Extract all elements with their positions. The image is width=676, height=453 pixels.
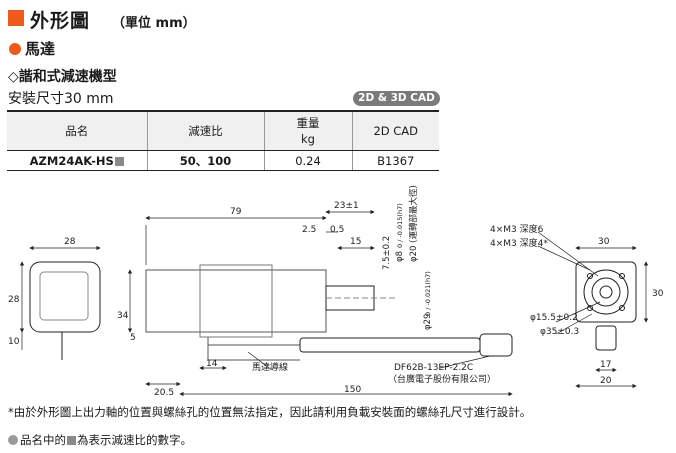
cell-product: AZM24AK-HS bbox=[7, 150, 147, 171]
ratio-placeholder-box bbox=[114, 156, 124, 166]
note-bullet-icon bbox=[8, 435, 18, 445]
header-marker bbox=[8, 10, 24, 26]
cell-weight: 0.24 bbox=[263, 150, 352, 171]
label-m3-depth6: 4×M3 深度6 bbox=[490, 223, 544, 235]
dim-14: 14 bbox=[206, 359, 218, 369]
spec-table: 品名 減速比 重量 kg 2D CAD AZM24AK-HS 50、100 0.… bbox=[7, 110, 439, 171]
dim-28-top: 28 bbox=[64, 237, 76, 247]
dim-phi-29: φ29 bbox=[423, 314, 433, 330]
section-bullet bbox=[9, 43, 21, 55]
motor-body bbox=[145, 269, 327, 333]
label-m3-depth4: 4×M3 深度4* bbox=[490, 237, 548, 249]
label-connector: DF62B-13EP-2.2C bbox=[394, 363, 473, 373]
cell-cad[interactable]: B1367 bbox=[351, 150, 439, 171]
dim-2-5: 2.5 bbox=[302, 225, 316, 235]
dim-phi-8: φ8 bbox=[395, 251, 405, 262]
dim-30-top: 30 bbox=[598, 237, 610, 247]
dim-phi-35: φ35±0.3 bbox=[540, 327, 579, 337]
dim-phi-20: φ20 (運轉部最大徑) bbox=[408, 185, 419, 262]
note-screw-hole: *由於外形圖上出力軸的位置與螺絲孔的位置無法指定，因此請利用負載安裝面的螺絲孔尺… bbox=[8, 405, 532, 419]
col-header-product: 品名 bbox=[7, 110, 147, 151]
dim-phi-29-tol: 0 / -0.021(h7) bbox=[424, 271, 432, 316]
dim-0-5: 0.5 bbox=[330, 225, 344, 235]
rear-view-outline bbox=[29, 261, 101, 333]
dim-15: 15 bbox=[350, 237, 361, 247]
front-view-outline bbox=[575, 261, 637, 323]
motor-cable bbox=[299, 337, 481, 353]
dim-phi-15-5: φ15.5±0.2 bbox=[530, 313, 578, 323]
dim-10: 10 bbox=[8, 337, 20, 347]
note-ratio: 品名中的為表示減速比的數字。 bbox=[8, 432, 192, 448]
gear-subtitle: ◇諧和式減速機型 bbox=[8, 69, 117, 85]
dim-30-side: 30 bbox=[652, 289, 664, 299]
dim-150: 150 bbox=[344, 385, 361, 395]
col-header-cad: 2D CAD bbox=[351, 110, 439, 151]
table-row: AZM24AK-HS 50、100 0.24 B1367 bbox=[7, 150, 439, 171]
unit-label: （單位 mm） bbox=[112, 16, 196, 31]
col-header-ratio: 減速比 bbox=[146, 110, 264, 151]
dim-phi-8-tol: 0 / -0.015(h7) bbox=[396, 203, 404, 248]
dim-20-bottom: 20 bbox=[600, 376, 612, 386]
col-header-weight: 重量 kg bbox=[263, 110, 352, 151]
dim-7-5: 7.5±0.2 bbox=[382, 236, 392, 270]
page-title: 外形圖 bbox=[30, 10, 91, 32]
cell-ratio: 50、100 bbox=[146, 150, 264, 171]
dim-17: 17 bbox=[600, 360, 611, 370]
label-motor-cable: 馬達導線 bbox=[252, 361, 288, 373]
connector bbox=[479, 333, 513, 357]
dim-28-side: 28 bbox=[8, 295, 20, 305]
dim-20-5: 20.5 bbox=[154, 388, 174, 398]
table-header-row: 品名 減速比 重量 kg 2D CAD bbox=[7, 110, 439, 151]
ratio-placeholder-icon bbox=[67, 436, 76, 445]
dim-23: 23±1 bbox=[334, 201, 359, 211]
section-title: 馬達 bbox=[25, 40, 56, 58]
cad-badge[interactable]: 2D & 3D CAD bbox=[353, 91, 440, 106]
dim-34: 34 bbox=[117, 311, 129, 321]
mount-size: 安裝尺寸30 mm bbox=[8, 91, 114, 107]
label-connector-maker: （台廣電子股份有限公司） bbox=[388, 373, 496, 385]
dim-5: 5 bbox=[130, 333, 136, 343]
dim-79: 79 bbox=[230, 207, 242, 217]
